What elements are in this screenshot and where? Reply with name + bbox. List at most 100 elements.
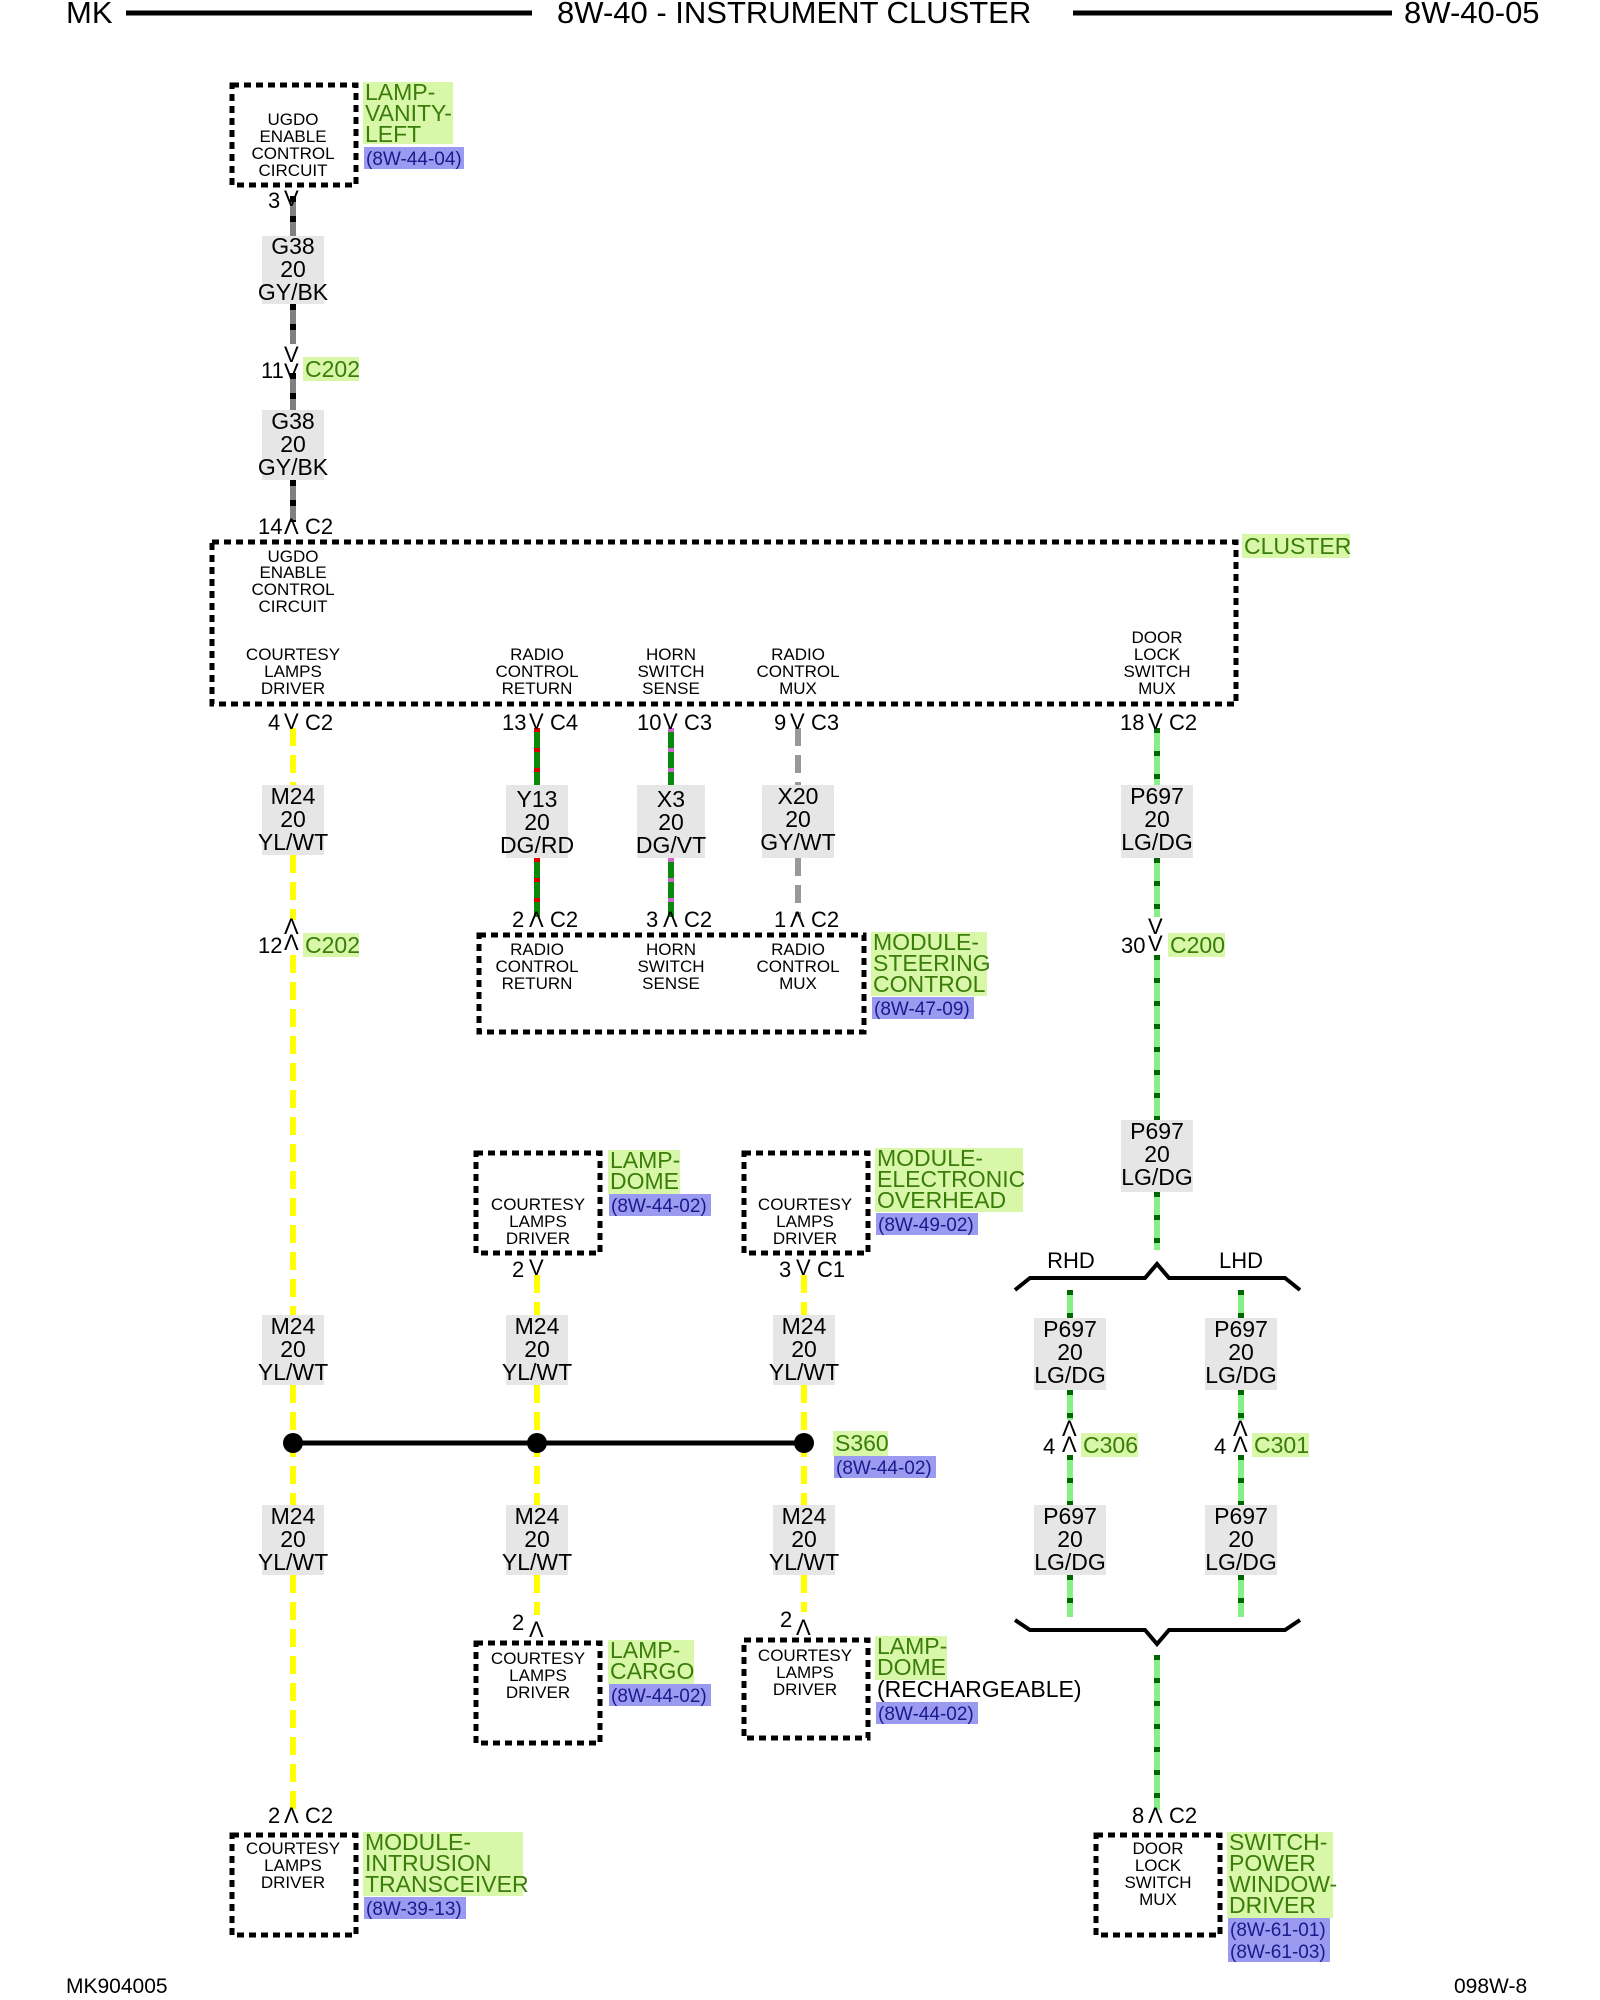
connector-label: C4 (550, 710, 578, 735)
circuit-label: CONTROL (756, 957, 839, 976)
component-box (229, 82, 359, 188)
wire-circuit: Y13 (517, 786, 558, 812)
circuit-label: CONTROL (251, 144, 334, 163)
pin-c202-12: 12 Λ Λ C202 (258, 914, 360, 958)
wire-label-m24-1: M24 20 YL/WT (258, 783, 328, 855)
circuit-label: LOCK (1135, 1856, 1182, 1875)
component-ref: (8W-49-02) (878, 1215, 974, 1236)
rhd-lhd-branch-top: RHD LHD (1013, 1248, 1302, 1292)
component-ref: (8W-44-04) (366, 149, 462, 170)
splice-ref-bg (834, 1456, 936, 1478)
splice-dot (283, 1433, 303, 1453)
pin-cluster-18: 18 V C2 (1120, 709, 1197, 735)
wire-color: LG/DG (1121, 829, 1193, 855)
female-terminal-icon: Λ (1148, 1803, 1163, 1828)
wire-gauge: 20 (1228, 1339, 1254, 1365)
circuit-label: MUX (779, 974, 817, 993)
component-lamp-dome-rechargeable: COURTESY LAMPS DRIVER LAMP- DOME (RECHAR… (741, 1633, 1081, 1741)
splice-ref: (8W-44-02) (836, 1458, 932, 1479)
wire-label-bg (773, 1315, 835, 1385)
female-terminal-icon: V (529, 1255, 544, 1280)
wire-gauge: 20 (280, 1526, 306, 1552)
wire-gauge: 20 (280, 431, 306, 457)
component-name: ELECTRONIC (877, 1166, 1025, 1192)
wire-circuit: X3 (657, 786, 685, 812)
wire-color: LG/DG (1034, 1549, 1106, 1575)
wire-gauge: 20 (280, 1336, 306, 1362)
component-box (741, 1637, 871, 1741)
circuit-label: DRIVER (773, 1229, 837, 1248)
female-terminal-icon: V (284, 342, 299, 367)
circuit-label: SENSE (642, 679, 700, 698)
component-name: SWITCH- (1229, 1829, 1327, 1855)
wire-label-p697-2: P697 20 LG/DG (1121, 1118, 1193, 1192)
pin-vanity-3: 3 V (268, 186, 299, 213)
female-terminal-icon: V (1148, 709, 1163, 734)
pin-number: 10 (637, 710, 661, 735)
wire-label-p697-rhd-2: P697 20 LG/DG (1034, 1503, 1106, 1575)
wire-gauge: 20 (1228, 1526, 1254, 1552)
wire-circuit: M24 (271, 1313, 316, 1339)
header-left: MK (66, 0, 113, 30)
pin-c200-30: 30 V V C200 (1121, 914, 1225, 958)
component-ref-bg (876, 1702, 978, 1724)
component-name-bg (608, 1150, 680, 1194)
component-ref: (8W-44-02) (611, 1196, 707, 1217)
circuit-label: LAMPS (509, 1666, 567, 1685)
pin-number: 1 (774, 907, 786, 932)
circuit-label: DOOR (1132, 628, 1183, 647)
wire-circuit: P697 (1214, 1503, 1268, 1529)
connector-label-bg (303, 933, 359, 957)
wire-label-bg (506, 1315, 568, 1385)
circuit-label: MUX (779, 679, 817, 698)
component-module-steering-control: RADIO CONTROL RETURN HORN SWITCH SENSE R… (476, 929, 991, 1035)
component-box (1093, 1832, 1223, 1938)
wire-label-y13: Y13 20 DG/RD (500, 785, 574, 858)
wire-color: DG/RD (500, 832, 574, 858)
wire-color: DG/VT (636, 832, 706, 858)
component-ref-bg (876, 1213, 978, 1235)
component-name: LAMP- (877, 1633, 947, 1659)
circuit-label: DRIVER (261, 679, 325, 698)
wire-gauge: 20 (280, 806, 306, 832)
connector-label: C200 (1170, 932, 1225, 958)
male-terminal-icon: Λ (284, 930, 299, 955)
wire-color: GY/BK (258, 279, 329, 305)
pin-number: 4 (1214, 1434, 1226, 1459)
wire-label-g38-upper: G38 20 GY/BK (258, 233, 329, 305)
component-cluster: CLUSTER UGDO ENABLE CONTROL CIRCUIT COUR… (209, 533, 1351, 707)
wire-circuit: M24 (515, 1503, 560, 1529)
wire-label-bg (506, 1505, 568, 1575)
female-terminal-icon: V (529, 709, 544, 734)
circuit-label: CONTROL (251, 580, 334, 599)
pin-dome-2: 2 V (512, 1255, 544, 1282)
rhd-lhd-branch-bottom (1013, 1618, 1302, 1648)
connector-label: C2 (305, 1803, 333, 1828)
pin-c202-11: 11 V V C202 (261, 342, 360, 384)
component-ref-bg (1228, 1940, 1330, 1962)
connector-label: C2 (811, 907, 839, 932)
wire-label-bg (262, 1315, 324, 1385)
connector-label: C2 (550, 907, 578, 932)
female-terminal-icon: Λ (1233, 1416, 1248, 1441)
connector-label: C2 (305, 710, 333, 735)
component-name: CONTROL (873, 971, 986, 997)
wire-color: YL/WT (502, 1549, 572, 1575)
wire-gauge: 20 (1057, 1526, 1083, 1552)
wire-label-bg (262, 785, 324, 855)
female-terminal-icon: Λ (529, 1617, 544, 1642)
component-box (229, 1832, 359, 1938)
component-ref: (8W-44-02) (611, 1686, 707, 1707)
pin-steering-3: 3 Λ C2 (646, 907, 712, 932)
component-name: LAMP- (610, 1637, 680, 1663)
wire-label-m24-6: M24 20 YL/WT (502, 1503, 572, 1575)
component-switch-power-window-driver: DOOR LOCK SWITCH MUX SWITCH- POWER WINDO… (1093, 1829, 1337, 1963)
circuit-label: LAMPS (264, 1856, 322, 1875)
connector-label: C1 (817, 1257, 845, 1282)
male-terminal-icon: V (284, 359, 299, 384)
pin-steering-2: 2 Λ C2 (512, 907, 578, 932)
circuit-label: RADIO (771, 940, 825, 959)
wire-color: YL/WT (258, 1549, 328, 1575)
wire-gauge: 20 (524, 1526, 550, 1552)
pin-number: 30 (1121, 933, 1145, 958)
